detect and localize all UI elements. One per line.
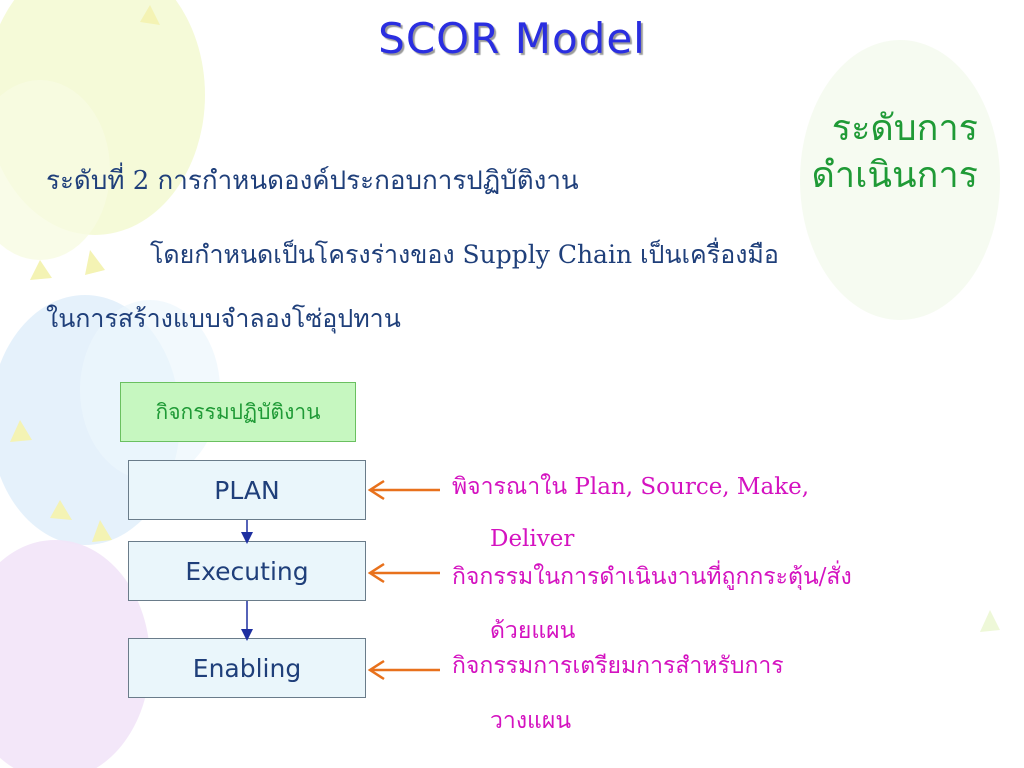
slide-title: SCOR Model: [378, 14, 646, 63]
enabling-description-line1: กิจกรรมการเตรียมการสำหรับการ: [452, 653, 784, 679]
enabling-description-line2: วางแผน: [490, 708, 572, 734]
executing-description-line1: กิจกรรมในการดำเนินงานที่ถูกกระตุ้น/สั่ง: [452, 564, 852, 590]
body-text-line2: ในการสร้างแบบจำลองโซ่อุปทาน: [46, 304, 401, 333]
side-label-line1: ระดับการ: [831, 108, 978, 149]
balloon-yellow-small-decoration: [0, 80, 110, 260]
step-box-enabling: Enabling: [128, 638, 366, 698]
pointer-arrow-executing: [367, 562, 440, 584]
confetti-decoration: [140, 5, 160, 25]
balloon-purple-decoration: [0, 540, 150, 768]
confetti-decoration: [50, 500, 72, 520]
side-label-line2: ดำเนินการ: [811, 154, 978, 196]
side-label: ระดับการ ดำเนินการ: [812, 106, 978, 200]
step-box-plan: PLAN: [128, 460, 366, 520]
confetti-decoration: [980, 610, 1000, 632]
pointer-arrow-plan: [367, 479, 440, 501]
confetti-decoration: [30, 260, 52, 280]
step-box-executing: Executing: [128, 541, 366, 601]
confetti-decoration: [85, 250, 105, 275]
plan-description-line2: Deliver: [490, 526, 575, 552]
activity-header-box: กิจกรรมปฏิบัติงาน: [120, 382, 356, 442]
confetti-decoration: [10, 420, 32, 442]
body-text-line1: โดยกำหนดเป็นโครงร่างของ Supply Chain เป็…: [150, 240, 779, 269]
executing-description-line2: ด้วยแผน: [490, 618, 576, 644]
confetti-decoration: [92, 520, 112, 542]
plan-description-line1: พิจารณาใน Plan, Source, Make,: [452, 474, 810, 500]
slide-subtitle: ระดับที่ 2 การกำหนดองค์ประกอบการปฏิบัติง…: [46, 166, 579, 196]
pointer-arrow-enabling: [367, 659, 440, 681]
balloon-green-decoration: [800, 40, 1000, 320]
